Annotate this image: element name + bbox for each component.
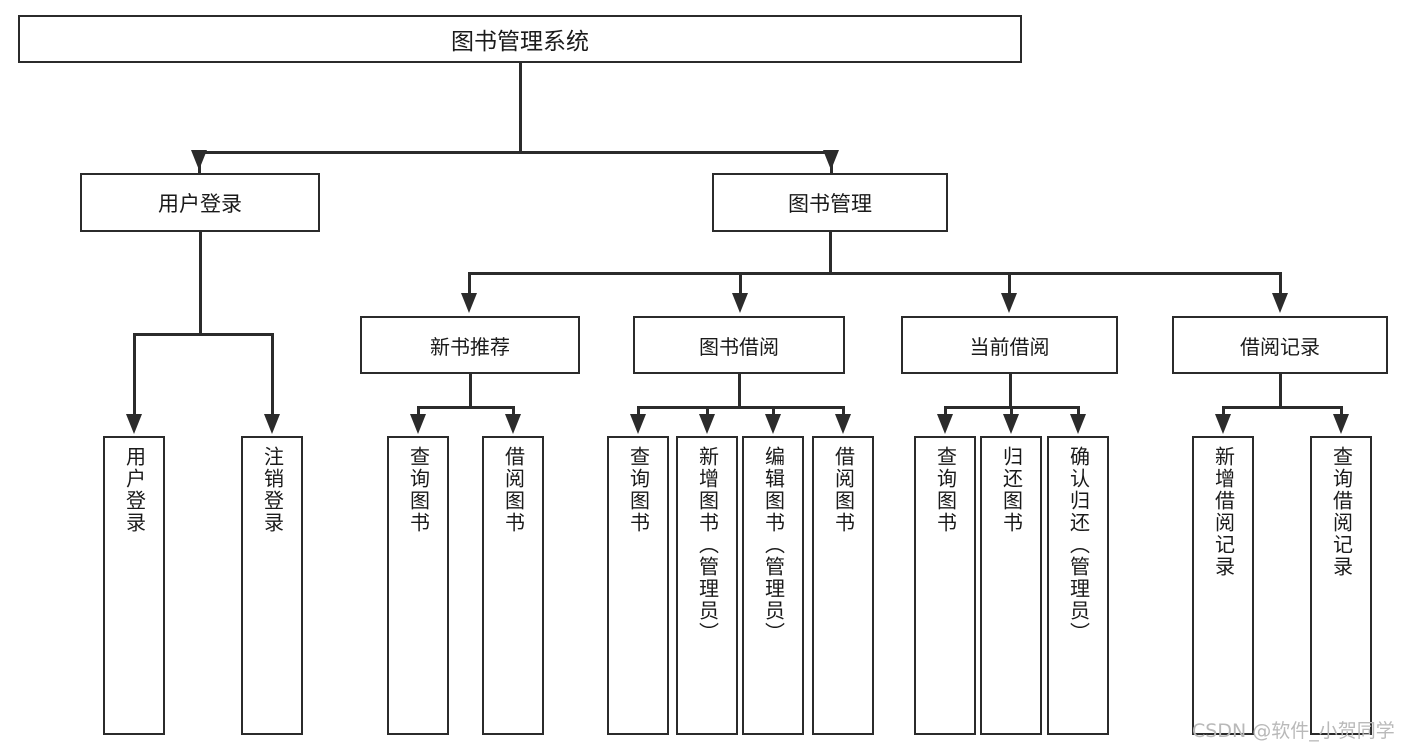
arrowhead-borrow-record-leaf-1 — [1215, 414, 1231, 434]
connector-borrow-record-bus — [1222, 406, 1342, 409]
connector-to-new-book — [468, 272, 471, 296]
node-user-login[interactable]: 用户登录 — [80, 173, 320, 232]
connector-book-borrow-stem — [738, 374, 741, 408]
csdn-watermark: CSDN @软件_小贺同学 — [1192, 720, 1395, 742]
arrowhead-book-borrow-leaf-2 — [699, 414, 715, 434]
node-label: 确认归还（管理员） — [1066, 446, 1091, 644]
leaf-user-login-1[interactable]: 用户登录 — [103, 436, 165, 735]
leaf-book-borrow-2[interactable]: 新增图书（管理员） — [676, 436, 738, 735]
connector-user-login-bus — [133, 333, 273, 336]
arrowhead-book-borrow-leaf-4 — [835, 414, 851, 434]
node-label: 图书借阅 — [699, 334, 779, 359]
node-book-borrow[interactable]: 图书借阅 — [633, 316, 845, 374]
arrowhead-to-borrow-record — [1272, 293, 1288, 313]
node-label: 查询图书 — [626, 446, 651, 534]
connector-book-borrow-leaf-3 — [772, 406, 775, 420]
leaf-borrow-record-1[interactable]: 新增借阅记录 — [1192, 436, 1254, 735]
leaf-current-borrow-2[interactable]: 归还图书 — [980, 436, 1042, 735]
node-borrow-record[interactable]: 借阅记录 — [1172, 316, 1388, 374]
connector-user-login-leaf-2 — [271, 333, 274, 417]
arrowhead-book-borrow-leaf-1 — [630, 414, 646, 434]
leaf-new-book-2[interactable]: 借阅图书 — [482, 436, 544, 735]
connector-borrow-record-stem — [1279, 374, 1282, 408]
node-label: 查询借阅记录 — [1329, 446, 1354, 578]
leaf-user-login-2[interactable]: 注销登录 — [241, 436, 303, 735]
arrowhead-new-book-leaf-1 — [410, 414, 426, 434]
leaf-current-borrow-1[interactable]: 查询图书 — [914, 436, 976, 735]
node-label: 新增借阅记录 — [1211, 446, 1236, 578]
node-label: 查询图书 — [933, 446, 958, 534]
leaf-book-borrow-4[interactable]: 借阅图书 — [812, 436, 874, 735]
arrowhead-user-login-leaf-2 — [264, 414, 280, 434]
connector-book-borrow-leaf-1 — [637, 406, 640, 420]
node-root-system[interactable]: 图书管理系统 — [18, 15, 1022, 63]
connector-new-book-bus — [417, 406, 514, 409]
leaf-new-book-1[interactable]: 查询图书 — [387, 436, 449, 735]
node-label: 用户登录 — [158, 191, 242, 216]
arrowhead-user-login-leaf-1 — [126, 414, 142, 434]
connector-book-manage-stem — [829, 232, 832, 274]
arrowhead-to-new-book — [461, 293, 477, 313]
node-label: 用户登录 — [122, 446, 147, 534]
connector-current-borrow-leaf-3 — [1077, 406, 1080, 420]
node-current-borrow[interactable]: 当前借阅 — [901, 316, 1118, 374]
connector-book-borrow-leaf-4 — [842, 406, 845, 420]
arrowhead-current-borrow-leaf-2 — [1003, 414, 1019, 434]
arrowhead-current-borrow-leaf-1 — [937, 414, 953, 434]
connector-user-login-stem — [199, 232, 202, 335]
connector-new-book-leaf-1 — [417, 406, 420, 420]
arrowhead-to-book-borrow — [732, 293, 748, 313]
connector-new-book-leaf-2 — [512, 406, 515, 420]
connector-current-borrow-leaf-2 — [1010, 406, 1013, 420]
leaf-book-borrow-1[interactable]: 查询图书 — [607, 436, 669, 735]
connector-book-manage-bus — [468, 272, 1279, 275]
arrowhead-book-borrow-leaf-3 — [765, 414, 781, 434]
node-book-manage[interactable]: 图书管理 — [712, 173, 948, 232]
connector-borrow-record-leaf-1 — [1222, 406, 1225, 420]
node-label: 当前借阅 — [969, 334, 1050, 359]
node-label: 归还图书 — [999, 446, 1024, 534]
arrowhead-to-user-login — [191, 150, 207, 170]
arrowhead-to-current-borrow — [1001, 293, 1017, 313]
connector-book-borrow-bus — [637, 406, 844, 409]
leaf-borrow-record-2[interactable]: 查询借阅记录 — [1310, 436, 1372, 735]
node-label: 注销登录 — [260, 446, 285, 534]
connector-current-borrow-stem — [1009, 374, 1012, 408]
node-label: 借阅记录 — [1240, 334, 1320, 359]
connector-root-stem — [519, 63, 522, 153]
arrowhead-current-borrow-leaf-3 — [1070, 414, 1086, 434]
connector-book-borrow-leaf-2 — [706, 406, 709, 420]
connector-current-borrow-leaf-1 — [944, 406, 947, 420]
arrowhead-new-book-leaf-2 — [505, 414, 521, 434]
node-label: 借阅图书 — [831, 446, 856, 534]
connector-to-book-borrow — [739, 272, 742, 296]
leaf-current-borrow-3[interactable]: 确认归还（管理员） — [1047, 436, 1109, 735]
node-new-book-recommend[interactable]: 新书推荐 — [360, 316, 580, 374]
node-label: 图书管理系统 — [451, 29, 589, 55]
connector-user-login-leaf-1 — [133, 333, 136, 417]
connector-new-book-stem — [469, 374, 472, 408]
node-label: 查询图书 — [406, 446, 431, 534]
node-label: 编辑图书（管理员） — [761, 446, 786, 644]
leaf-book-borrow-3[interactable]: 编辑图书（管理员） — [742, 436, 804, 735]
connector-to-current-borrow — [1008, 272, 1011, 296]
connector-to-borrow-record — [1279, 272, 1282, 296]
connector-borrow-record-leaf-2 — [1340, 406, 1343, 420]
arrowhead-borrow-record-leaf-2 — [1333, 414, 1349, 434]
connector-root-bus — [198, 151, 832, 154]
node-label: 新书推荐 — [430, 334, 510, 359]
node-label: 借阅图书 — [501, 446, 526, 534]
node-label: 新增图书（管理员） — [695, 446, 720, 644]
arrowhead-to-book-manage — [823, 150, 839, 170]
node-label: 图书管理 — [788, 191, 872, 216]
